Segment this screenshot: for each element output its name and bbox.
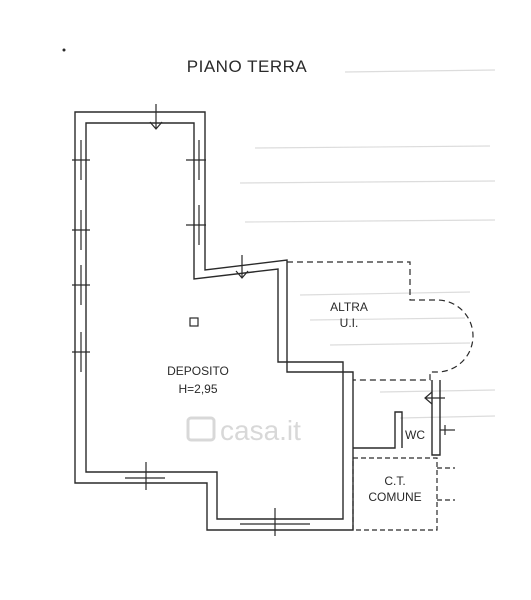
watermark: casa.it: [186, 415, 301, 446]
corner-mark: [62, 48, 66, 52]
altra-ui-boundary: [287, 261, 474, 381]
windows-bottom: [125, 462, 310, 536]
vent-marks: [440, 425, 455, 435]
ct-boundary: [352, 457, 455, 531]
deposito-walls: [74, 111, 354, 531]
plan-title: PIANO TERRA: [187, 57, 308, 76]
ct-label-line1: C.T.: [384, 474, 405, 488]
house-icon: [186, 416, 216, 442]
service-walls: [353, 380, 441, 456]
windows-right: [186, 140, 206, 245]
watermark-text: casa.it: [220, 415, 301, 446]
wc-label: WC: [405, 428, 425, 442]
entrance-arrows: [149, 104, 445, 405]
altra-ui-label-line1: ALTRA: [330, 300, 368, 314]
bleed-through-marks: [239, 69, 496, 419]
ct-label-line2: COMUNE: [368, 490, 421, 504]
altra-ui-label-line2: U.I.: [340, 316, 359, 330]
column-marker: [189, 317, 199, 327]
deposito-label: DEPOSITO: [167, 364, 229, 378]
windows-left: [72, 140, 90, 372]
deposito-height: H=2,95: [178, 382, 217, 396]
